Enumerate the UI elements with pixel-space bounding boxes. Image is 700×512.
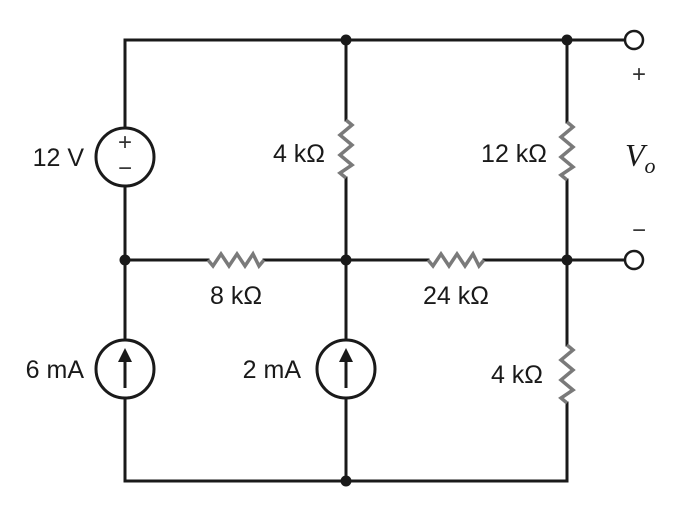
- junction-dot: [561, 34, 573, 46]
- junction-dot: [561, 254, 573, 266]
- arrow-up-icon: [118, 348, 132, 362]
- output-plus: +: [632, 61, 646, 88]
- label-voltage-source: 12 V: [33, 144, 85, 172]
- junction-dot: [119, 254, 131, 266]
- resistor-horizontal-right: [426, 250, 486, 270]
- output-minus: −: [632, 217, 646, 244]
- junctions: [119, 34, 573, 487]
- resistor-mid-vertical: [337, 118, 355, 180]
- output-voltage-subscript: o: [645, 153, 656, 178]
- wires: [123, 38, 627, 483]
- junction-dot: [340, 254, 352, 266]
- label-current-source-mid: 2 mA: [243, 356, 302, 384]
- voltage-source: + −: [94, 126, 156, 188]
- resistor-right-vertical-top: [558, 120, 576, 182]
- resistor-right-vertical-bottom: [558, 343, 576, 405]
- junction-dot: [340, 34, 352, 46]
- voltage-source-circle: [94, 126, 156, 188]
- label-r-right-vertical-top: 12 kΩ: [481, 140, 547, 168]
- labels: 12 V 4 kΩ 12 kΩ 8 kΩ 24 kΩ 6 mA 2 mA 4 k…: [26, 61, 656, 389]
- resistors: [206, 118, 576, 405]
- arrow-up-icon: [339, 348, 353, 362]
- current-source-left: [94, 338, 156, 400]
- output-voltage-symbol: V: [625, 137, 648, 173]
- voltage-source-plus: +: [118, 129, 132, 156]
- resistor-horizontal-left: [206, 250, 266, 270]
- label-r-mid-vertical: 4 kΩ: [273, 140, 325, 168]
- output-voltage-label: Vo: [625, 137, 656, 178]
- label-r-horizontal-left: 8 kΩ: [210, 282, 262, 310]
- current-source-mid: [315, 338, 377, 400]
- label-current-source-left: 6 mA: [26, 356, 85, 384]
- junction-dot: [340, 475, 352, 487]
- voltage-source-minus: −: [118, 155, 132, 182]
- output-terminal-top: [623, 29, 645, 51]
- label-r-horizontal-right: 24 kΩ: [423, 282, 489, 310]
- output-terminal-bottom: [623, 249, 645, 271]
- label-r-right-vertical-bottom: 4 kΩ: [491, 361, 543, 389]
